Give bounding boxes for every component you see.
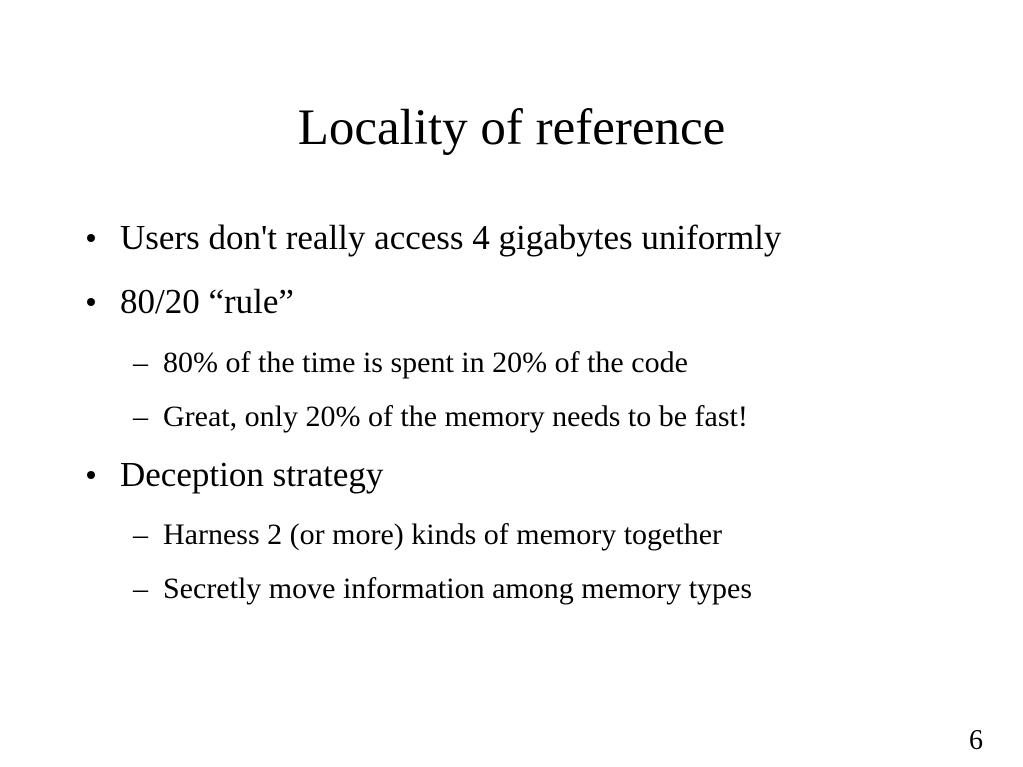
sub-bullet-text: Harness 2 (or more) kinds of memory toge… (163, 518, 723, 551)
sub-bullet-text: 80% of the time is spent in 20% of the c… (163, 346, 688, 379)
sub-bullet-dash-icon: – (133, 518, 148, 551)
sub-bullet-dash-icon: – (133, 346, 148, 379)
bullet-text: Users don't really access 4 gigabytes un… (120, 218, 782, 257)
slide-title: Locality of reference (297, 100, 726, 156)
bullet-dot-icon (87, 298, 95, 306)
bullet-text: Deception strategy (120, 455, 384, 494)
bullet-text: 80/20 “rule” (120, 282, 294, 321)
sub-bullet-text: Secretly move information among memory t… (163, 572, 753, 605)
bullet-dot-icon (87, 471, 95, 479)
bullet-dot-icon (87, 234, 95, 242)
sub-bullet-dash-icon: – (133, 572, 148, 605)
sub-bullet-text: Great, only 20% of the memory needs to b… (163, 400, 748, 433)
sub-bullet-dash-icon: – (133, 400, 148, 433)
page-number: 6 (969, 725, 983, 756)
